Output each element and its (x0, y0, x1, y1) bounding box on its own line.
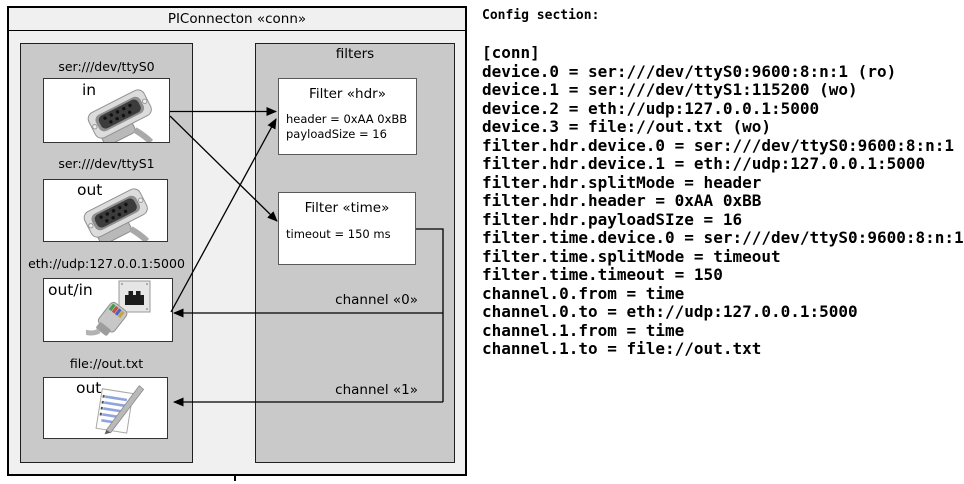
device-box-file: out (43, 377, 168, 439)
device-direction: out (76, 379, 102, 397)
filter-time-title: Filter «time» (304, 200, 390, 216)
config-line: channel.1.from = time (482, 320, 685, 340)
config-line: [conn] (482, 43, 540, 62)
config-line: filter.time.splitMode = timeout (482, 246, 781, 266)
tick-mark (234, 474, 236, 481)
device-box-eth: out/in (43, 278, 173, 342)
config-line: device.0 = ser:///dev/ttyS0:9600:8:n:1 (… (482, 61, 897, 81)
config-line: channel.1.to = file://out.txt (482, 339, 762, 358)
device-direction: out/in (48, 281, 93, 299)
filter-hdr-title: Filter «hdr» (309, 86, 386, 102)
config-line: device.3 = file://out.txt (wo) (482, 117, 771, 136)
config-line: filter.hdr.header = 0xAA 0xBB (482, 191, 762, 210)
config-lines: [conn]device.0 = ser:///dev/ttyS0:9600:8… (482, 43, 964, 359)
config-line: filter.hdr.payloadSIze = 16 (482, 209, 743, 229)
channel-1-label: channel «1» (335, 382, 418, 398)
config-line: device.2 = eth://udp:127.0.0.1:5000 (482, 98, 820, 118)
filter-attr: payloadSize = 16 (286, 127, 387, 141)
config-line: filter.hdr.device.1 = eth://udp:127.0.0.… (482, 154, 926, 173)
filter-time-box: Filter «time» timeout = 150 ms (278, 192, 416, 265)
filter-attr: header = 0xAA 0xBB (286, 112, 408, 126)
device-box-ttys0: in (43, 78, 170, 143)
filter-attr: timeout = 150 ms (286, 227, 391, 241)
config-line: channel.0.from = time (482, 283, 685, 303)
config-line: filter.hdr.device.0 = ser:///dev/ttyS0:9… (482, 135, 955, 155)
device-label-ttys0: ser:///dev/ttyS0 (58, 59, 155, 74)
serial-connector-icon (83, 188, 150, 241)
text-file-icon (95, 385, 145, 435)
config-line: filter.time.timeout = 150 (482, 265, 723, 284)
config-section: Config section: [conn]device.0 = ser:///… (482, 8, 964, 359)
filters-panel-title: filters (335, 46, 375, 62)
device-label-ttys1: ser:///dev/ttyS1 (58, 156, 155, 171)
channel-0-label: channel «0» (335, 292, 418, 308)
device-label-file: file://out.txt (69, 356, 144, 371)
device-direction: out (77, 181, 103, 199)
filter-hdr-attributes: header = 0xAA 0xBB payloadSize = 16 (286, 112, 407, 142)
device-box-ttys1: out (43, 179, 168, 242)
config-line: device.1 = ser:///dev/ttyS1:115200 (wo) (482, 80, 858, 99)
device-direction: in (82, 81, 97, 99)
ethernet-connector-icon (86, 280, 151, 336)
serial-connector-icon (87, 89, 154, 142)
diagram-title: PIConnecton «conn» (9, 8, 465, 31)
filter-time-attributes: timeout = 150 ms (286, 227, 391, 242)
config-section-title: Config section: (482, 8, 600, 23)
filter-hdr-box: Filter «hdr» header = 0xAA 0xBB payloadS… (278, 78, 417, 155)
config-line: filter.time.device.0 = ser:///dev/ttyS0:… (482, 228, 964, 247)
device-label-eth: eth://udp:127.0.0.1:5000 (28, 256, 185, 271)
config-line: channel.0.to = eth://udp:127.0.0.1:5000 (482, 302, 858, 321)
config-line: filter.hdr.splitMode = header (482, 172, 762, 192)
